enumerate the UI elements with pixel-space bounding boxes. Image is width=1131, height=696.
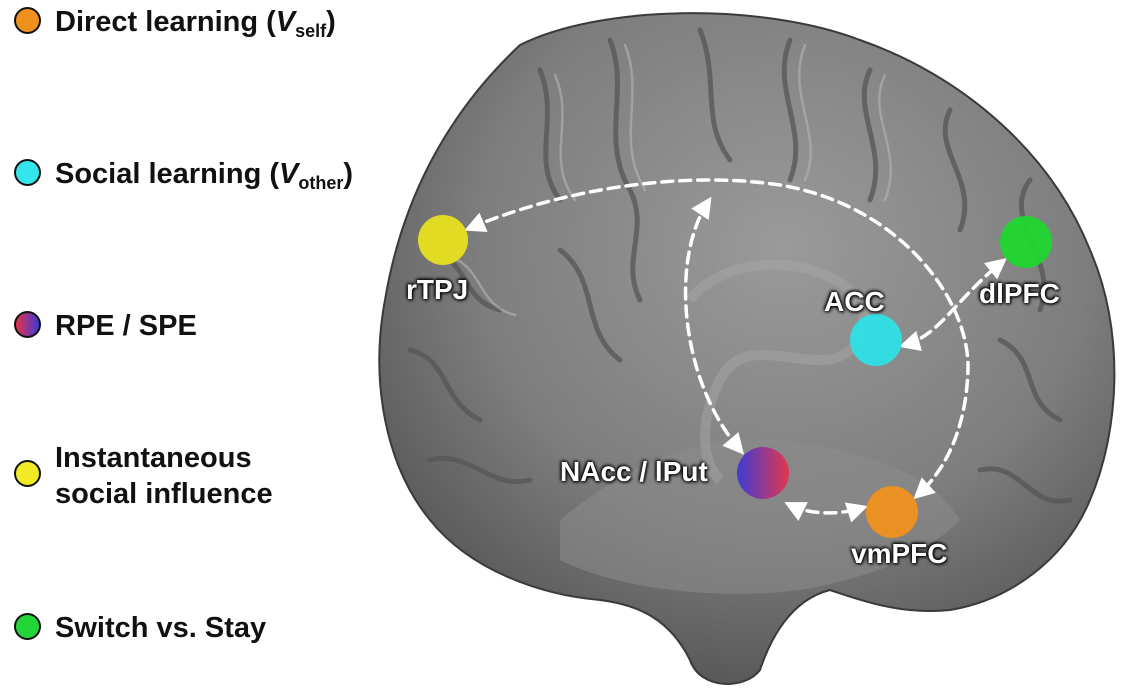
legend-item-switch-stay: Switch vs. Stay — [14, 610, 266, 646]
dlpfc-label: dlPFC — [979, 278, 1060, 309]
legend-label: Switch vs. Stay — [55, 612, 267, 644]
nacc-circle — [737, 447, 789, 499]
dlpfc-circle — [1000, 216, 1052, 268]
legend-item-rpe-spe: RPE / SPE — [14, 308, 197, 344]
vmpfc-label: vmPFC — [851, 538, 948, 569]
nacc-label: NAcc / lPut — [560, 456, 708, 487]
legend-label: RPE / SPE — [55, 310, 197, 342]
cyan-dot-icon — [14, 159, 41, 186]
acc-circle — [850, 314, 902, 366]
legend-item-social-learning: Social learning (Vother) — [14, 156, 353, 192]
vmpfc-circle — [866, 486, 918, 538]
orange-dot-icon — [14, 7, 41, 34]
arrow-top-nacc — [683, 196, 745, 455]
yellow-dot-icon — [14, 460, 41, 487]
gradient-dot-icon — [14, 311, 41, 338]
connection-arrows — [464, 178, 1007, 523]
legend-label: Direct learning (Vself) — [55, 6, 336, 41]
rtpj-label: rTPJ — [406, 274, 469, 305]
legend-label: Social learning (Vother) — [55, 158, 354, 193]
legend-item-direct-learning: Direct learning (Vself) — [14, 4, 336, 40]
green-dot-icon — [14, 613, 41, 640]
arrow-acc-dlpfc — [898, 258, 1007, 352]
rtpj-circle — [418, 215, 468, 265]
legend: Direct learning (Vself) Social learning … — [0, 0, 420, 696]
acc-label: ACC — [824, 286, 885, 317]
arrow-nacc-vmpfc — [784, 502, 869, 523]
arrow-rtpj-vmpfc — [464, 178, 970, 500]
